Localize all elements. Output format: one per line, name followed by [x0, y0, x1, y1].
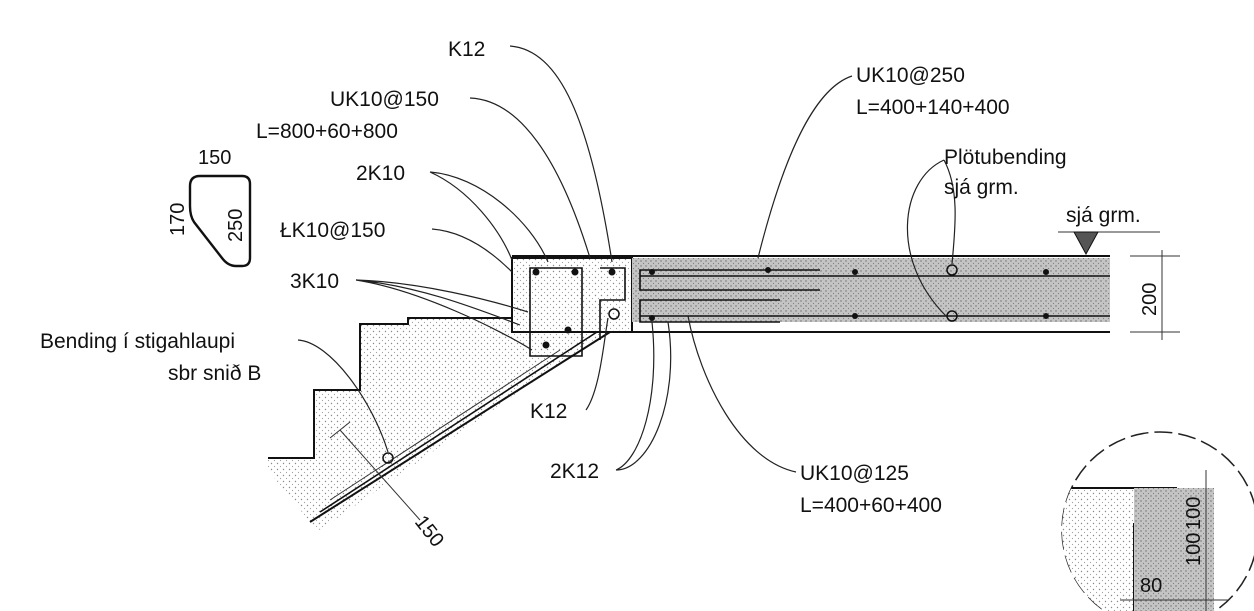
dim-bar-150: 150 [198, 147, 231, 169]
dim-detail-100a: 100 [1183, 497, 1205, 530]
label-bending-1: Bending í stigahlaupi [40, 330, 235, 353]
stair-top-bar [329, 349, 561, 501]
stair-steps-outline [268, 258, 513, 459]
label-l-400-60: L=400+60+400 [800, 494, 942, 517]
dim-bar-250: 250 [225, 209, 247, 242]
leader-uk10-150 [469, 97, 591, 259]
rebar-dot [542, 341, 550, 349]
rebar-dot [1043, 269, 1049, 275]
dim-150-stair-line [339, 429, 421, 521]
beam-hook-bar [599, 267, 626, 340]
leader-uk10-250 [757, 75, 853, 259]
slab-u-bar-lower [639, 299, 780, 323]
label-plotu-2: sjá grm. [944, 176, 1019, 199]
level-marker-triangle [1073, 231, 1099, 256]
label-2k12: 2K12 [550, 460, 599, 483]
leader-bending [297, 339, 389, 453]
label-bending-2: sbr snið B [168, 362, 261, 385]
dim-detail-100b: 100 [1183, 533, 1205, 566]
rebar-dot [852, 269, 858, 275]
leader-k12-bottom [585, 317, 609, 411]
label-l-400-140: L=400+140+400 [856, 96, 1010, 119]
rebar-dot [608, 308, 620, 320]
label-k12-top: K12 [448, 38, 485, 61]
label-plotu-1: Plötubending [944, 146, 1067, 169]
dim-bar-170: 170 [167, 203, 189, 236]
label-2k10: 2K10 [356, 162, 405, 185]
leader-2k12 [615, 321, 672, 471]
label-lk10: ŁK10@150 [280, 219, 385, 242]
beam-stirrup [529, 267, 583, 357]
label-sja-grm: sjá grm. [1066, 204, 1141, 227]
label-uk10-150: UK10@150 [330, 88, 439, 111]
bar-shape-sketch [188, 174, 252, 268]
detail-content [1062, 470, 1240, 611]
dim-slab-200: 200 [1139, 283, 1161, 316]
rebar-dot [571, 268, 579, 276]
rebar-dot [1043, 313, 1049, 319]
dim-detail-80: 80 [1140, 575, 1162, 597]
label-3k10: 3K10 [290, 270, 339, 293]
label-l-800: L=800+60+800 [256, 120, 398, 143]
dim-stair-150: 150 [410, 512, 448, 552]
slab-u-bar-upper [639, 269, 820, 291]
leader-uk10-125 [687, 315, 797, 473]
rebar-dot [608, 268, 616, 276]
leader-2k10 [429, 171, 549, 263]
detail-circle [1061, 431, 1254, 611]
leader-k12-top [509, 45, 613, 263]
label-uk10-250: UK10@250 [856, 64, 965, 87]
rebar-dot [564, 326, 572, 334]
rebar-dot [649, 315, 655, 321]
stair-bottom-bar [319, 329, 601, 513]
label-uk10-125: UK10@125 [800, 462, 909, 485]
leader-plotu [906, 159, 956, 317]
label-k12-bottom: K12 [530, 400, 567, 423]
leader-3k10 [355, 279, 533, 351]
rebar-dot [852, 313, 858, 319]
dim-150-stair-tick [329, 421, 351, 439]
rebar-dot [649, 269, 655, 275]
rebar-dot [765, 267, 771, 273]
stair-soffit-line [309, 331, 611, 523]
rebar-dot [382, 452, 394, 464]
rebar-dot [532, 268, 540, 276]
rebar-dot [946, 310, 958, 322]
rebar-dot [946, 264, 958, 276]
leader-lk10 [431, 228, 513, 273]
